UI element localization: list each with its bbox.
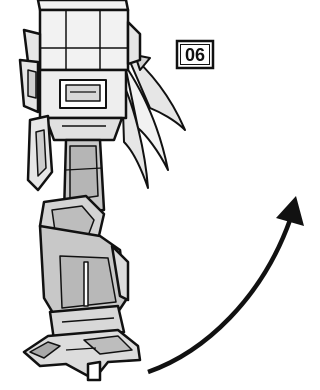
step-number: 06 (185, 45, 205, 65)
side-armor (28, 116, 52, 190)
shin (40, 226, 128, 318)
curved-arrow-icon (148, 196, 304, 372)
foot (24, 330, 140, 380)
hip-joint (40, 70, 126, 140)
rear-fins (122, 50, 185, 188)
step-number-badge: 06 (177, 41, 213, 68)
